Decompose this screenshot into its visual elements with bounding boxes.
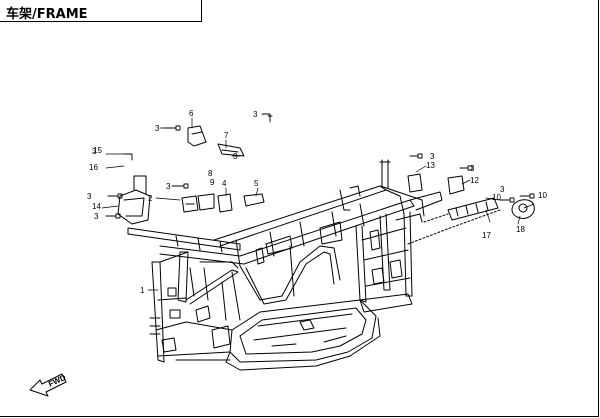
callout-2: 2 — [148, 194, 153, 203]
upper-main-rails — [159, 159, 443, 267]
callout-8: 8 — [208, 169, 213, 178]
title-box: 车架/FRAME — [0, 0, 202, 22]
upper-bracket-7 — [217, 143, 245, 157]
bracket-5 — [243, 193, 265, 207]
page-title: 车架/FRAME — [6, 7, 88, 22]
fwd-arrow-icon — [29, 373, 67, 397]
callout-18: 18 — [516, 225, 525, 234]
lower-floor-frame — [175, 299, 381, 371]
upper-bracket-6 — [187, 125, 207, 147]
front-rack-bar — [127, 227, 241, 253]
bracket-4 — [217, 193, 233, 213]
callout-13: 13 — [426, 161, 435, 170]
callout-7: 7 — [224, 131, 229, 140]
front-guard-bracket — [117, 175, 151, 225]
callout-3: 3 — [233, 152, 238, 161]
callout-5: 5 — [254, 179, 259, 188]
callout-3: 3 — [500, 185, 505, 194]
rear-hitch-ring — [511, 199, 535, 219]
rear-bracket-13 — [407, 173, 423, 193]
callout-10: 10 — [492, 193, 501, 202]
callout-leader-lines — [101, 117, 535, 291]
callout-3: 3 — [166, 182, 171, 191]
rear-frame-section — [355, 211, 423, 313]
rear-bracket-12 — [447, 175, 465, 195]
callout-6: 6 — [189, 109, 194, 118]
assembly-guide-line-2 — [423, 213, 449, 223]
front-frame-section — [149, 251, 239, 363]
callout-4: 4 — [222, 179, 227, 188]
callout-10: 10 — [538, 191, 547, 200]
rear-hitch-plate — [447, 197, 499, 221]
callout-14: 14 — [92, 202, 101, 211]
callout-16: 16 — [89, 163, 98, 172]
bracket-8-9 — [197, 193, 215, 211]
middle-frame-tubes — [231, 221, 343, 321]
callout-3: 3 — [94, 212, 99, 221]
callout-1: 1 — [140, 286, 145, 295]
callout-17: 17 — [482, 231, 491, 240]
callout-15: 15 — [93, 146, 102, 155]
callout-3: 3 — [87, 192, 92, 201]
callout-3: 3 — [470, 164, 475, 173]
callout-9: 9 — [210, 178, 215, 187]
bolts — [105, 113, 535, 219]
callout-3: 3 — [92, 147, 97, 156]
callout-3: 3 — [253, 110, 258, 119]
assembly-guide-line — [407, 209, 501, 245]
callout-12: 12 — [470, 176, 479, 185]
callout-3: 3 — [155, 124, 160, 133]
bracket-2 — [181, 195, 199, 213]
callout-3: 3 — [430, 152, 435, 161]
